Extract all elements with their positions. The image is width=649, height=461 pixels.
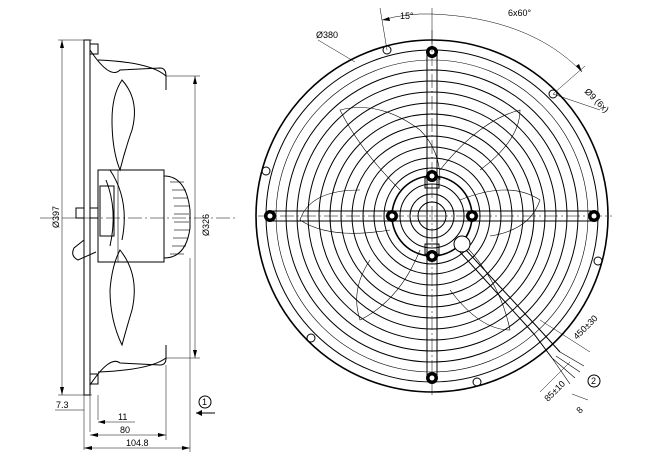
venturi-ring xyxy=(89,49,167,386)
dim-80: 80 xyxy=(120,425,130,435)
dim-diameter-380: Ø380 xyxy=(316,30,356,63)
dim-strip-8: 8 xyxy=(574,405,585,416)
airflow-marker: 1 xyxy=(196,395,215,416)
svg-text:1: 1 xyxy=(202,397,207,407)
blade-profile-top xyxy=(111,79,135,172)
dim-104-8: 104.8 xyxy=(126,438,149,448)
flange-holes xyxy=(261,45,603,387)
flange-screws xyxy=(75,43,99,385)
dim-7-3: 7.3 xyxy=(56,400,69,410)
bottom-dims: 7.3 11 80 104.8 xyxy=(55,258,191,452)
side-view: Ø397 xyxy=(40,39,235,452)
dim-diameter-380-label: Ø380 xyxy=(316,30,338,40)
dim-diameter-326: Ø326 xyxy=(166,75,211,359)
dim-diameter-397-label: Ø397 xyxy=(51,206,61,228)
impeller-blades xyxy=(299,107,541,331)
guard-bolts xyxy=(264,46,600,384)
guard-struts xyxy=(268,52,596,380)
mounting-flange xyxy=(83,39,91,396)
dim-hole-9: Ø9 (6x) xyxy=(583,86,611,114)
dim-angle-15: 15° xyxy=(400,11,414,21)
guard-grill xyxy=(285,69,579,363)
dim-11: 11 xyxy=(118,412,127,422)
angle-dims: 15° 6x60° Ø9 (6x) xyxy=(379,7,611,115)
cable-exit xyxy=(453,235,585,385)
blade-profile-bottom xyxy=(109,249,135,347)
dim-strip-85: 85±10 xyxy=(542,379,567,404)
cable-gland xyxy=(72,239,97,261)
cable-dims: 450±30 85±10 8 xyxy=(539,313,600,416)
dim-angle-6x60: 6x60° xyxy=(508,8,532,18)
front-view: Ø380 15° 6x60° Ø9 (6x) 450±30 85±10 8 xyxy=(255,7,612,416)
svg-text:2: 2 xyxy=(591,376,596,386)
dim-diameter-397: Ø397 xyxy=(51,39,92,396)
cable-marker: 2 xyxy=(587,374,601,388)
dim-diameter-326-label: Ø326 xyxy=(201,214,211,236)
motor-body xyxy=(97,169,191,263)
